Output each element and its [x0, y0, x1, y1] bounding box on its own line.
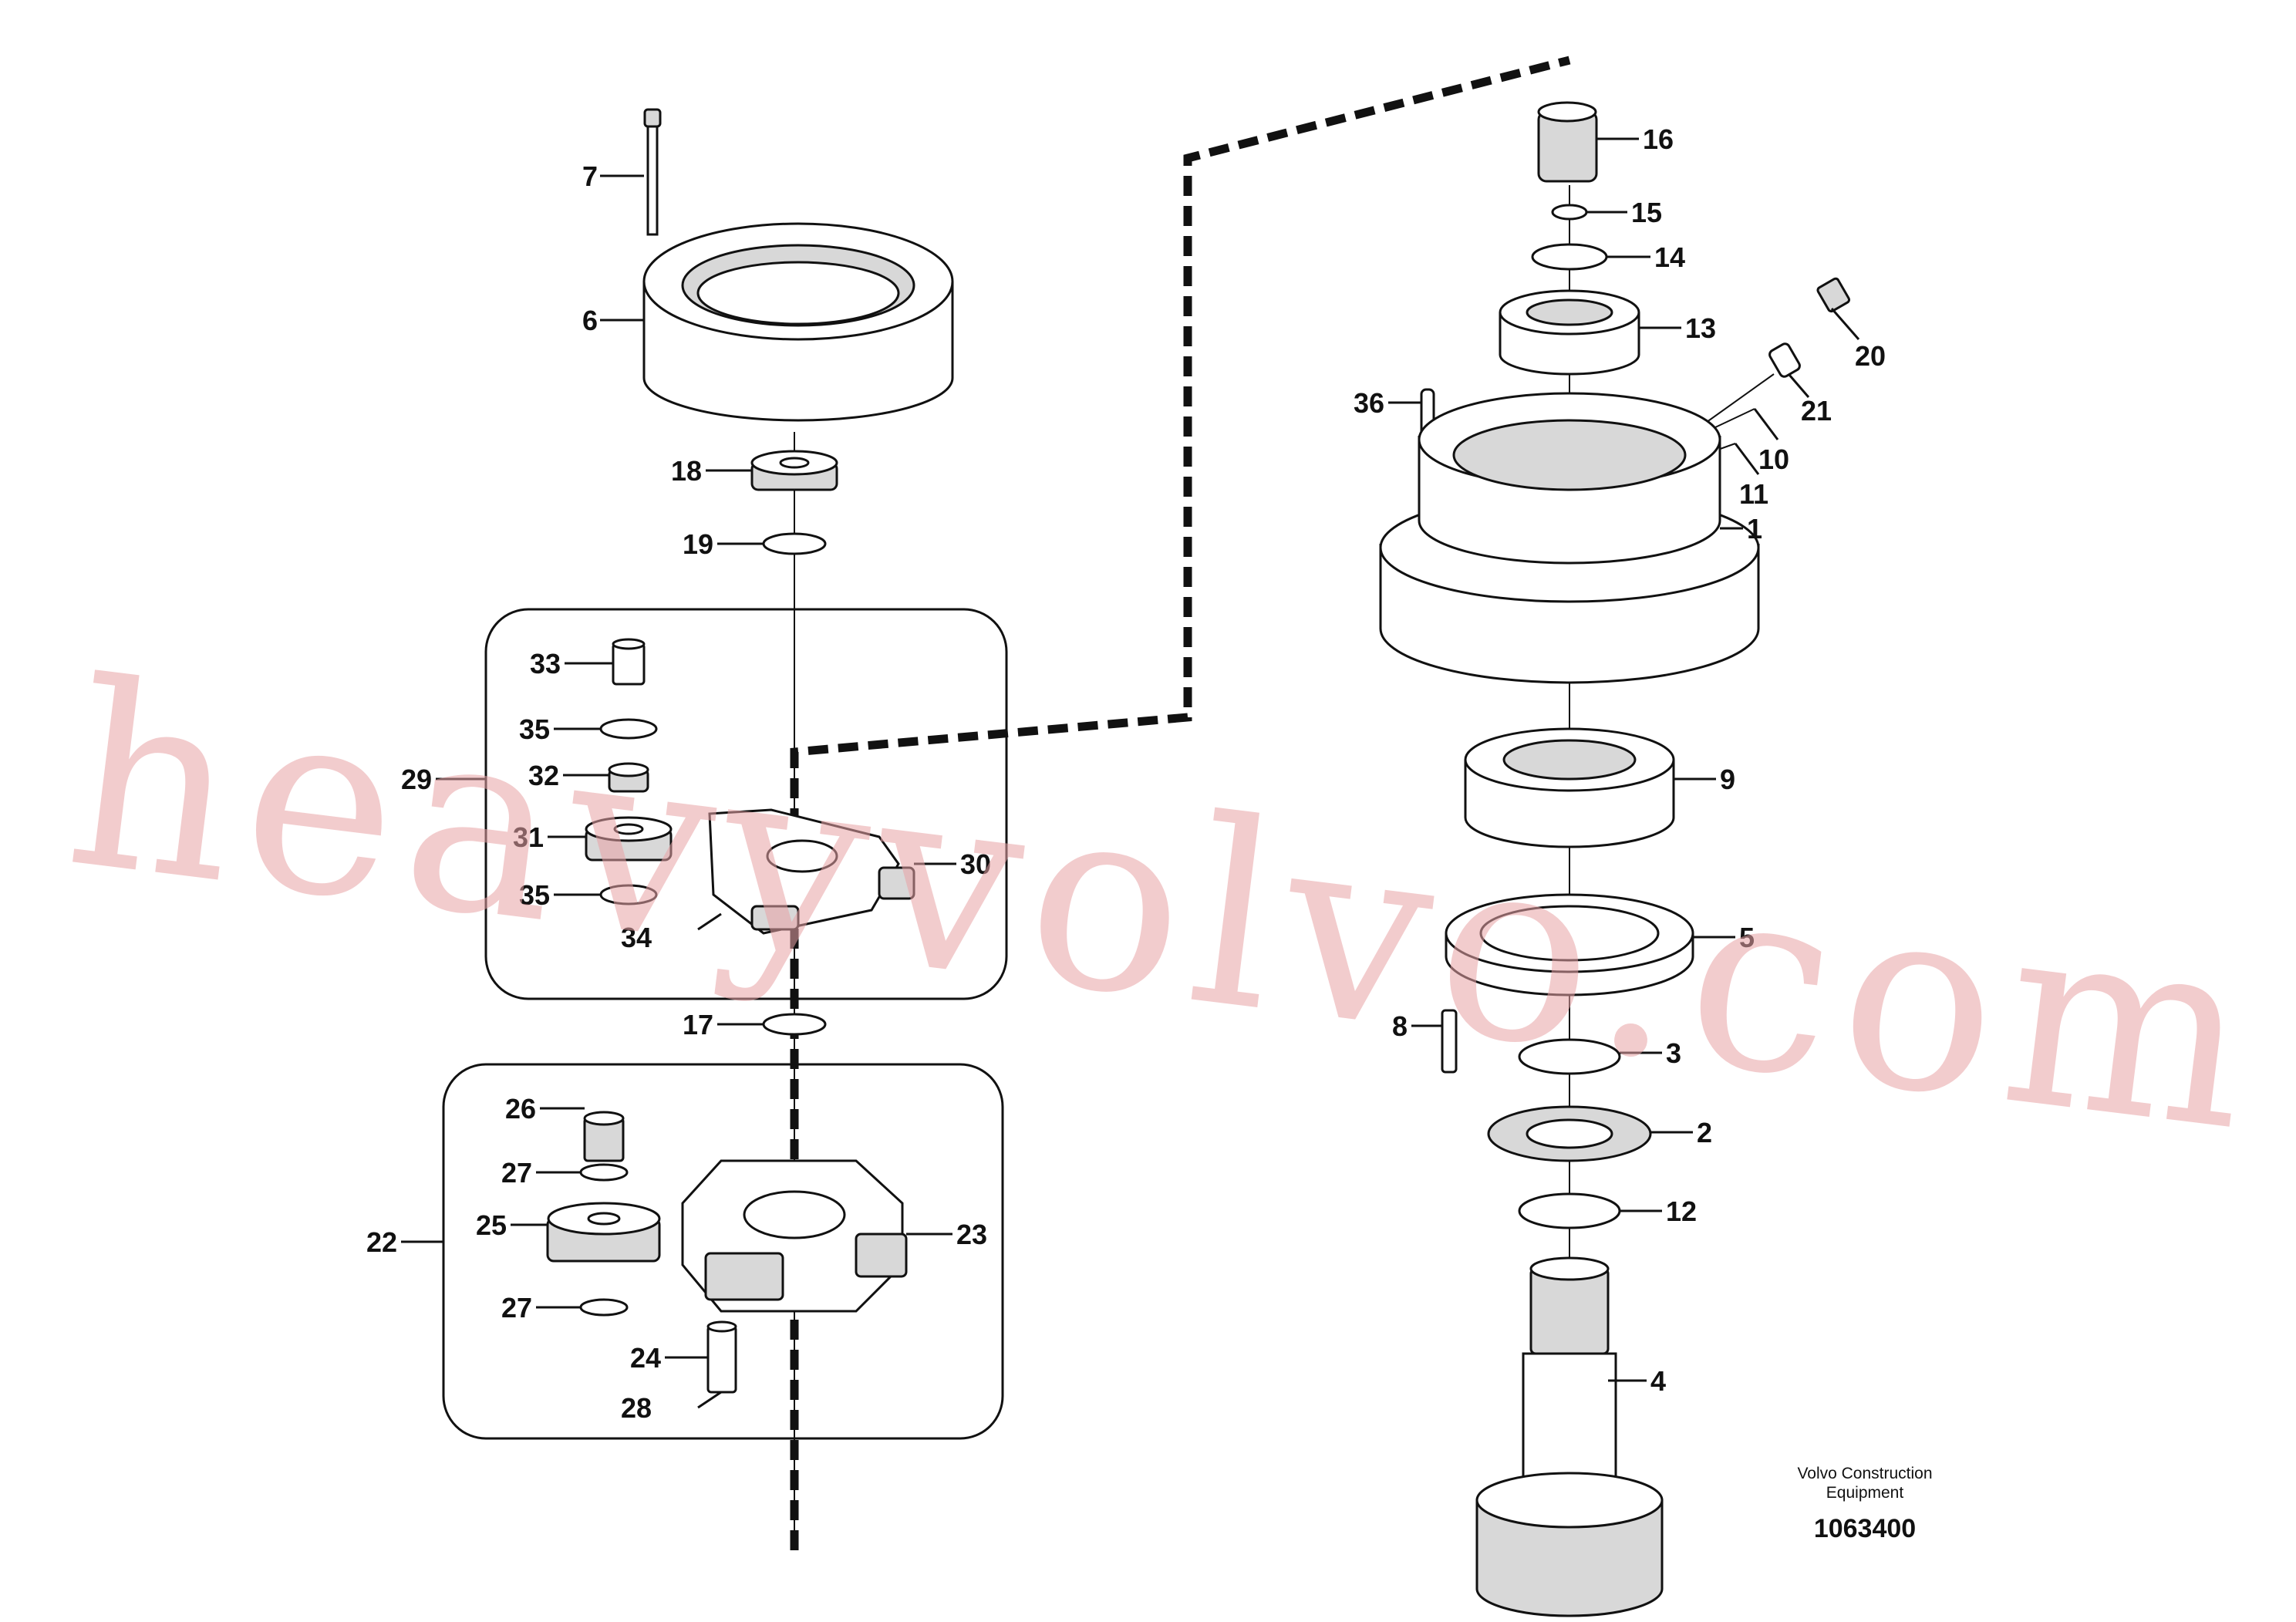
callout-29: 29: [401, 764, 432, 795]
planet-gear-part-31: [585, 816, 673, 862]
callout-21: 21: [1801, 395, 1832, 427]
washer-part-15: [1551, 204, 1588, 221]
snap-ring-part-14: [1531, 243, 1608, 271]
callout-6: 6: [582, 305, 598, 336]
caption-line-2: Equipment: [1826, 1484, 1904, 1502]
callout-36: 36: [1354, 387, 1384, 419]
cover-part-2: [1487, 1105, 1652, 1162]
callout-32: 32: [528, 760, 559, 791]
bolt-part-8: [1441, 1009, 1458, 1074]
callout-27-upper: 27: [501, 1157, 532, 1189]
callout-14: 14: [1654, 241, 1685, 273]
planet-carrier-29-group-box: [484, 608, 1008, 1000]
callout-12: 12: [1666, 1195, 1697, 1227]
planet-gear-part-25: [546, 1202, 661, 1263]
pin-part-34: [697, 912, 722, 931]
callout-24: 24: [630, 1342, 661, 1374]
plug-part-21: [1692, 342, 1801, 433]
callout-9: 9: [1720, 764, 1735, 795]
callout-16: 16: [1643, 123, 1674, 155]
drive-shaft-part-4: [1475, 1256, 1664, 1617]
washer-part-27-lower: [579, 1298, 629, 1317]
pin-part-26: [583, 1111, 625, 1162]
bolt-part-7: [643, 108, 662, 236]
callout-3: 3: [1666, 1037, 1681, 1069]
watermark-text: heavyvolvo.com: [55, 626, 2265, 1187]
callout-5: 5: [1739, 922, 1755, 953]
callout-1: 1: [1747, 513, 1762, 545]
callout-15: 15: [1631, 197, 1662, 228]
callout-23: 23: [956, 1219, 987, 1250]
callout-8: 8: [1392, 1010, 1408, 1042]
caption-drawing-number: 1063400: [1814, 1514, 1916, 1543]
leader-lines: [401, 137, 1860, 1382]
callout-20: 20: [1855, 340, 1886, 372]
sun-gear-part-18: [750, 450, 838, 491]
pin-part-10: [1713, 408, 1755, 429]
bearing-part-9: [1464, 727, 1675, 848]
callout-4: 4: [1650, 1365, 1666, 1397]
callout-27-lower: 27: [501, 1292, 532, 1324]
flange-ring-part-5: [1445, 893, 1694, 996]
callout-30: 30: [960, 848, 991, 880]
callout-35-lower: 35: [519, 879, 550, 911]
callout-34: 34: [621, 922, 652, 953]
callout-13: 13: [1685, 312, 1716, 344]
washer-part-27-upper: [579, 1163, 629, 1182]
bushing-part-32: [608, 762, 649, 793]
ring-gear-part-6: [642, 222, 954, 422]
pinion-gear-part-16: [1537, 101, 1598, 183]
callout-26: 26: [505, 1093, 536, 1125]
thrust-washer-part-17: [762, 1013, 827, 1036]
callout-10: 10: [1758, 443, 1789, 475]
callout-2: 2: [1697, 1117, 1712, 1148]
housing-part-1: [1379, 392, 1760, 684]
callout-11: 11: [1739, 478, 1768, 510]
callout-35-upper: 35: [519, 713, 550, 745]
caption-line-1: Volvo Construction: [1797, 1465, 1932, 1482]
callout-17: 17: [683, 1009, 713, 1040]
callout-18: 18: [671, 455, 702, 487]
planet-carrier-22-group-box: [442, 1063, 1004, 1440]
bearing-part-13: [1499, 289, 1640, 376]
planet-carrier-part-23: [681, 1159, 908, 1313]
ring-part-12: [1518, 1192, 1621, 1229]
callout-28: 28: [621, 1392, 652, 1424]
callout-7: 7: [582, 160, 598, 192]
pin-part-33: [612, 638, 646, 686]
callout-31: 31: [513, 821, 544, 853]
assembly-connector-dashed: [790, 56, 1571, 1550]
snap-ring-part-19: [762, 532, 827, 555]
sensor-part-20: [1816, 277, 1851, 313]
seal-part-3: [1518, 1038, 1621, 1075]
pin-part-24: [706, 1320, 737, 1394]
callout-33: 33: [530, 648, 561, 679]
callout-25: 25: [476, 1209, 507, 1241]
pin-part-28: [697, 1391, 722, 1409]
callout-19: 19: [683, 528, 713, 560]
callout-22: 22: [366, 1226, 397, 1258]
planet-carrier-part-30: [708, 808, 915, 935]
